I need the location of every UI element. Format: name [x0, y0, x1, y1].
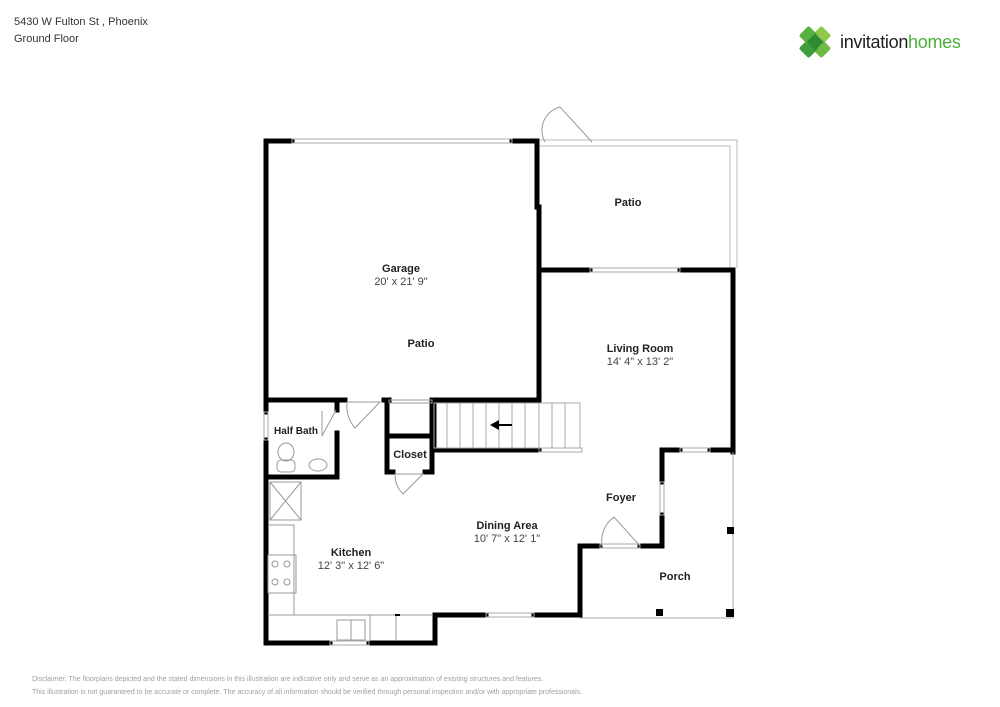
address: 5430 W Fulton St , Phoenix: [14, 16, 148, 28]
room-name: Patio: [407, 338, 435, 350]
brand-logo: invitationhomes: [798, 25, 961, 59]
disclaimer-line-1: Disclaimer: The floorplans depicted and …: [32, 676, 544, 683]
room-name: Foyer: [606, 492, 636, 504]
floor-name: Ground Floor: [14, 33, 79, 45]
brand-name: invitationhomes: [840, 32, 961, 53]
room-half-bath: Half Bath: [274, 425, 318, 438]
room-dimensions: 20' x 21' 9": [374, 276, 428, 288]
room-dimensions: 10' 7" x 12' 1": [473, 533, 541, 545]
room-name: Porch: [659, 571, 691, 583]
room-name: Living Room: [606, 343, 674, 355]
room-dimensions: 14' 4" x 13' 2": [606, 356, 674, 368]
brand-word-homes: homes: [908, 31, 961, 52]
brand-word-invitation: invitation: [840, 31, 909, 52]
stair-arrow-icon: [490, 420, 512, 430]
room-name: Kitchen: [330, 547, 372, 559]
room-name: Half Bath: [274, 426, 318, 437]
room-garage: Garage 20' x 21' 9": [374, 263, 427, 289]
clover-logo-icon: [799, 26, 831, 58]
room-kitchen: Kitchen 12' 3" x 12' 6": [318, 547, 384, 573]
room-porch: Porch: [659, 571, 690, 584]
room-name: Closet: [393, 449, 427, 461]
page-header: 5430 W Fulton St , Phoenix Ground Floor: [14, 14, 148, 48]
room-name: Patio: [614, 197, 642, 209]
room-patio-garage: Patio: [408, 338, 435, 351]
room-closet: Closet: [393, 449, 427, 462]
room-foyer: Foyer: [606, 492, 636, 505]
room-living-room: Living Room 14' 4" x 13' 2": [607, 343, 674, 369]
disclaimer: Disclaimer: The floorplans depicted and …: [32, 673, 582, 699]
room-patio-top: Patio: [615, 197, 642, 210]
room-dining-area: Dining Area 10' 7" x 12' 1": [474, 520, 540, 546]
room-dimensions: 12' 3" x 12' 6": [317, 560, 385, 572]
disclaimer-line-2: This illustration is not guaranteed to b…: [32, 689, 583, 696]
room-name: Dining Area: [476, 520, 538, 532]
room-name: Garage: [382, 263, 420, 275]
